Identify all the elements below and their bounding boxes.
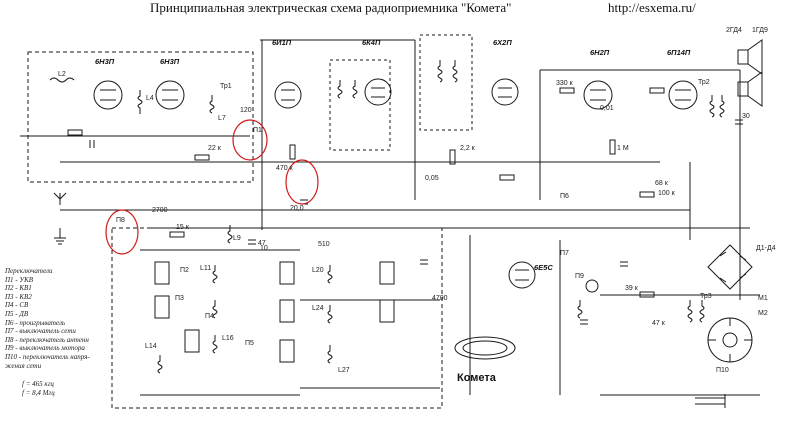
component-label: L24 <box>312 305 324 312</box>
component-label: 30 <box>742 113 750 120</box>
component-label: 47 <box>258 240 266 247</box>
component-label: 68 к <box>655 180 669 187</box>
component-label: 0,05 <box>425 175 439 182</box>
component-label: П10 <box>716 367 729 374</box>
component-label: 120 <box>240 107 252 114</box>
legend-item: П1 - УКВ <box>5 275 34 284</box>
component-label: П1 <box>253 127 262 134</box>
coil-l9 <box>227 225 233 244</box>
speaker-2gd4 <box>737 49 749 65</box>
component-label: П3 <box>175 295 184 302</box>
tube-6n2p <box>583 80 613 110</box>
component-labels: 2ГД4 1ГД9 М1 М2 22 к 470 к 15 к 100 к 33… <box>58 27 776 374</box>
component-label: L20 <box>312 267 324 274</box>
legend-heading: Переключатели <box>5 267 53 275</box>
component-label: 47 к <box>652 320 666 327</box>
tube-label: 6Н3П <box>160 57 180 66</box>
if-frequency: f = 8,4 Мгц <box>22 389 55 397</box>
component-label: 1ГД9 <box>752 27 768 34</box>
component-label: П2 <box>180 267 189 274</box>
tube-6n3p-2 <box>155 80 185 110</box>
komet-emblem <box>454 336 516 360</box>
tube-labels: 6Н3П 6Н3П 6И1П 6К4П 6Х2П 6Н2П 6П14П 6Е5С <box>95 38 691 272</box>
legend-item: П8 - переключатель антенн <box>5 335 89 344</box>
component-label: 20,0 <box>290 205 304 212</box>
component-label: L4 <box>146 95 154 102</box>
component-label: П5 <box>245 340 254 347</box>
component-label: 510 <box>318 241 330 248</box>
component-label: L11 <box>200 265 211 272</box>
component-label: 39 к <box>625 285 639 292</box>
component-label: L16 <box>222 335 234 342</box>
legend-item: П9 - выключатель мотора <box>5 344 85 353</box>
legend-item: П4 - СВ <box>5 301 29 310</box>
component-label: 0,01 <box>600 105 614 112</box>
component-label: 100 к <box>658 190 676 197</box>
component-label: П7 <box>560 250 569 257</box>
component-label: 1 М <box>617 145 629 152</box>
component-label: П9 <box>575 273 584 280</box>
component-label: 470 к <box>276 165 294 172</box>
component-label: Тр1 <box>220 83 232 90</box>
component-label: Тр3 <box>700 293 712 300</box>
source-url: http://esxema.ru/ <box>608 0 696 15</box>
component-label: П8 <box>116 217 125 224</box>
tube-6n3p-1 <box>93 80 123 110</box>
legend-item: П3 - КВ2 <box>5 292 32 301</box>
tube-label: 6Н2П <box>590 48 610 57</box>
legend-item: П10 - переключатель напря- <box>5 352 90 361</box>
legend-item: П6 - проигрыватель <box>5 318 66 327</box>
legend-item: П5 - ДВ <box>5 309 29 318</box>
component-label: 4700 <box>432 295 448 302</box>
rf-block-outline <box>27 51 254 183</box>
if-frequencies: f = 465 кгц f = 8,4 Мгц <box>22 380 55 398</box>
brand-label: Комета <box>457 372 496 384</box>
if-outline-1 <box>419 34 473 131</box>
if-frequency: f = 465 кгц <box>22 380 54 388</box>
component-label: Тр2 <box>698 79 710 86</box>
component-label: 10 <box>260 245 268 252</box>
component-label: 2700 <box>152 207 168 214</box>
component-label: L27 <box>338 367 350 374</box>
tube-label: 6П14П <box>667 48 691 57</box>
component-label: 2ГД4 <box>726 27 742 34</box>
coil-l7 <box>209 95 215 114</box>
legend-item: жения сети <box>5 361 42 370</box>
component-label: 330 к <box>556 80 574 87</box>
component-label: П6 <box>560 193 569 200</box>
tube-6x2p <box>491 78 519 106</box>
component-label: П4 <box>205 313 214 320</box>
tube-6p14p <box>668 80 698 110</box>
legend-item: П7 - выключатель сети <box>5 327 76 336</box>
component-label: Д1-Д4 <box>756 245 776 252</box>
component-label: М2 <box>758 310 768 317</box>
antenna-symbol <box>53 192 67 205</box>
component-label: 15 к <box>176 224 190 231</box>
tube-6i1p <box>274 81 302 109</box>
tube-label: 6Н3П <box>95 57 115 66</box>
component-label: 2,2 к <box>460 145 476 152</box>
tube-label: 6К4П <box>362 38 381 47</box>
component-label: 22 к <box>208 145 222 152</box>
tube-6k4p <box>364 78 392 106</box>
legend-item: П2 - КВ1 <box>5 284 32 293</box>
page-title: Принципиальная электрическая схема радио… <box>150 0 512 15</box>
switch-legend: Переключатели П1 - УКВ П2 - КВ1 П3 - КВ2… <box>5 267 90 370</box>
coil-l2 <box>49 77 75 83</box>
tube-label: 6Е5С <box>534 263 553 272</box>
tube-label: 6Х2П <box>493 38 512 47</box>
tube-6e5c <box>508 261 536 289</box>
diode-bridge <box>707 244 753 290</box>
motor <box>585 279 599 293</box>
component-label: L2 <box>58 71 66 78</box>
if-outline-2 <box>329 59 391 151</box>
component-label: L9 <box>233 235 241 242</box>
tube-label: 6И1П <box>272 38 292 47</box>
component-label: L7 <box>218 115 226 122</box>
component-label: L14 <box>145 343 157 350</box>
coil-l4 <box>137 90 143 114</box>
component-label: М1 <box>758 295 768 302</box>
